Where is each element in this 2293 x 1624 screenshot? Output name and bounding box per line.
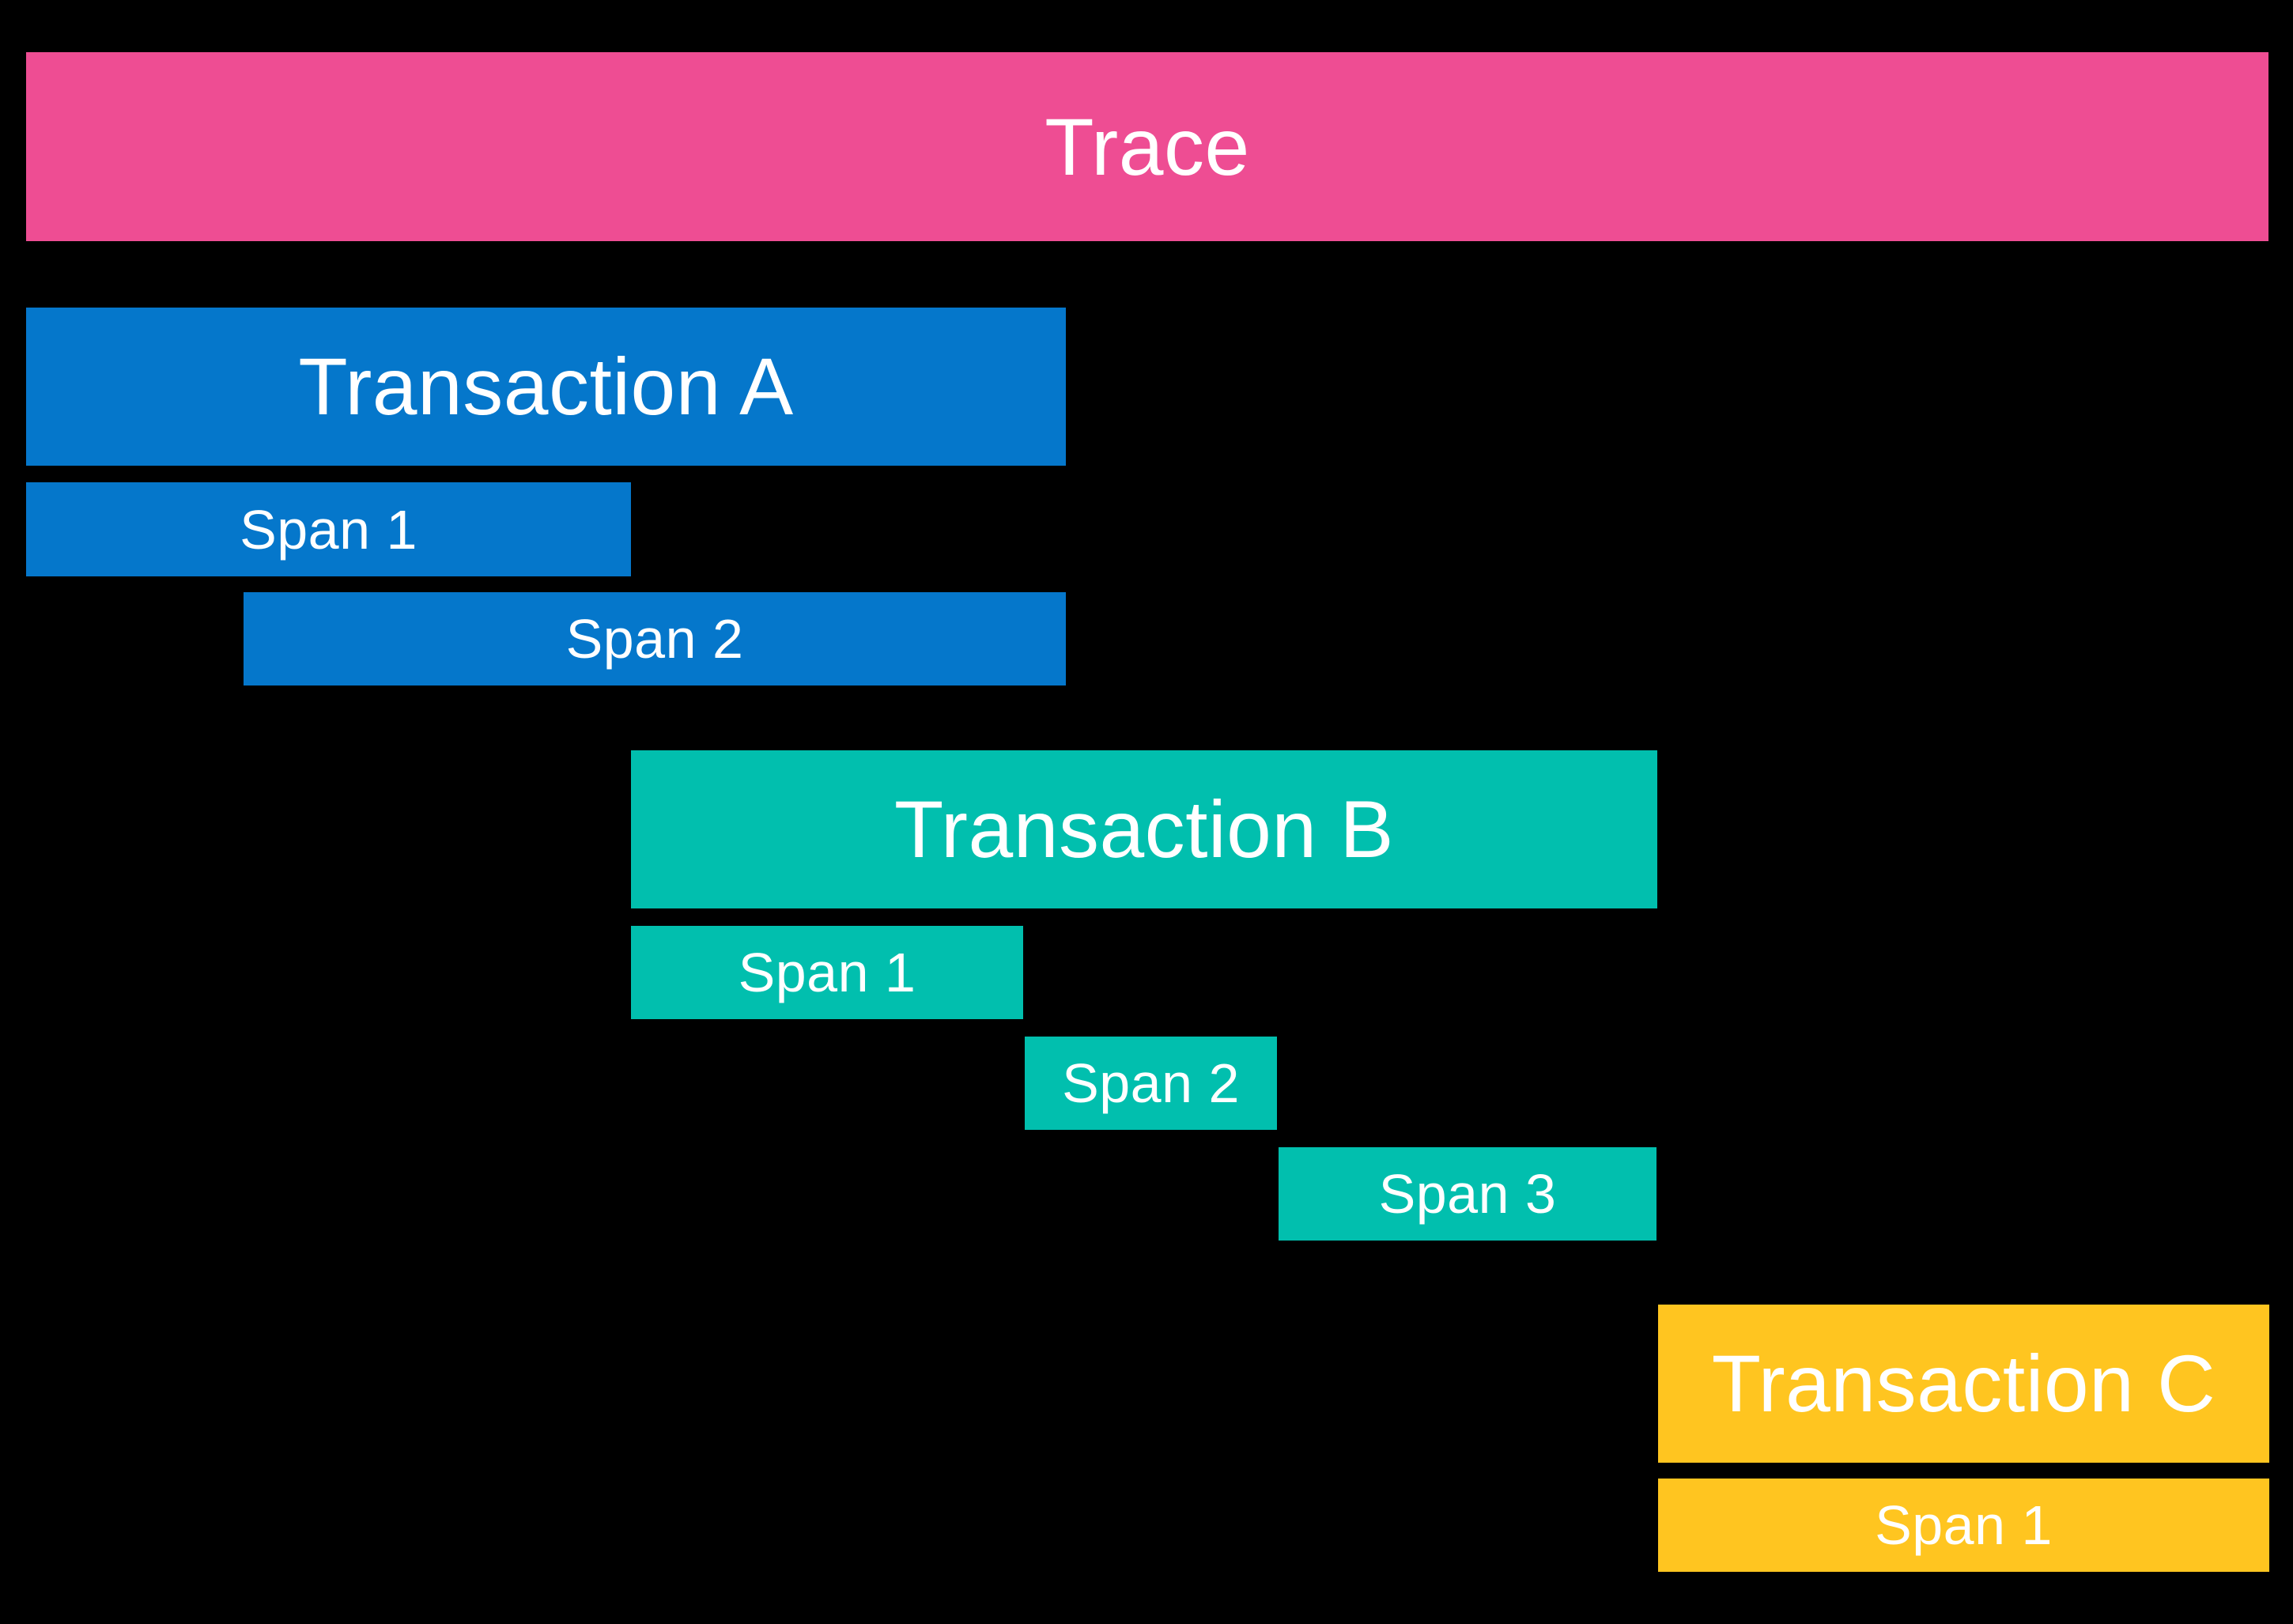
transaction-a-span-2-bar: Span 2 [244,592,1066,685]
transaction-b-span-2-bar: Span 2 [1025,1037,1277,1130]
trace-bar: Trace [26,52,2268,241]
transaction-a-span-1-bar: Span 1 [26,482,631,576]
transaction-c-bar: Transaction C [1658,1305,2269,1463]
transaction-b-span-3-bar: Span 3 [1279,1147,1656,1241]
transaction-c-span-1-bar: Span 1 [1658,1479,2269,1572]
transaction-b-span-1-bar: Span 1 [631,926,1023,1019]
transaction-b-bar: Transaction B [631,750,1657,908]
transaction-a-bar: Transaction A [26,308,1066,466]
